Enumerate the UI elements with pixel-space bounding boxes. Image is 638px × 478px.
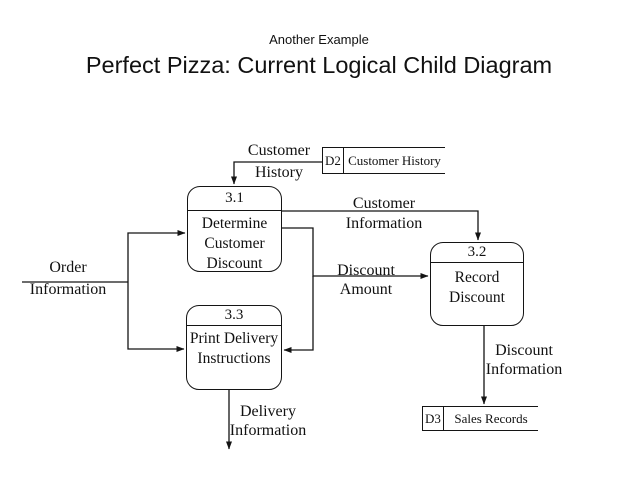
flow-label-discount-information: Discount Information <box>485 342 563 378</box>
data-store-d3-sales-records: D3 Sales Records <box>422 406 538 431</box>
flow-label-delivery-information: Delivery Information <box>229 403 307 439</box>
flow-label-customer-information: Customer Information <box>345 195 423 232</box>
process-3-2-record-discount: 3.2 Record Discount <box>430 242 524 326</box>
slide-title: Perfect Pizza: Current Logical Child Dia… <box>85 52 553 78</box>
data-store-d3-id: D3 <box>423 407 444 430</box>
process-3-3-print-delivery-instructions: 3.3 Print Delivery Instructions <box>186 305 282 390</box>
data-store-d2-customer-history: D2 Customer History <box>322 147 445 174</box>
process-3-1-determine-customer-discount: 3.1 Determine Customer Discount <box>187 186 282 272</box>
data-store-d2-label: Customer History <box>348 152 441 168</box>
flow-line-order-information-to-3-1 <box>127 230 186 282</box>
process-3-3-number: 3.3 <box>187 306 281 326</box>
flow-line-discount-amount-to-3-2 <box>281 227 429 279</box>
flow-label-customer-history: Customer History <box>247 142 311 181</box>
flow-label-discount-amount: Discount Amount <box>337 262 395 298</box>
process-3-2-number: 3.2 <box>431 243 523 263</box>
process-3-2-name: Record Discount <box>449 269 505 306</box>
flow-line-discount-amount-to-3-3 <box>283 276 314 353</box>
flow-line-customer-information <box>281 210 481 241</box>
flow-line-customer-history <box>231 161 322 185</box>
slide-subtitle: Another Example <box>269 32 369 47</box>
data-store-d2-id: D2 <box>323 148 344 173</box>
flow-label-order-information: Order Information <box>29 259 107 298</box>
process-3-1-number: 3.1 <box>188 187 281 211</box>
process-3-1-name: Determine Customer Discount <box>201 215 268 272</box>
flow-line-order-information-to-3-3 <box>127 282 185 352</box>
process-3-3-name: Print Delivery Instructions <box>189 330 279 367</box>
data-store-d3-label: Sales Records <box>454 410 528 426</box>
